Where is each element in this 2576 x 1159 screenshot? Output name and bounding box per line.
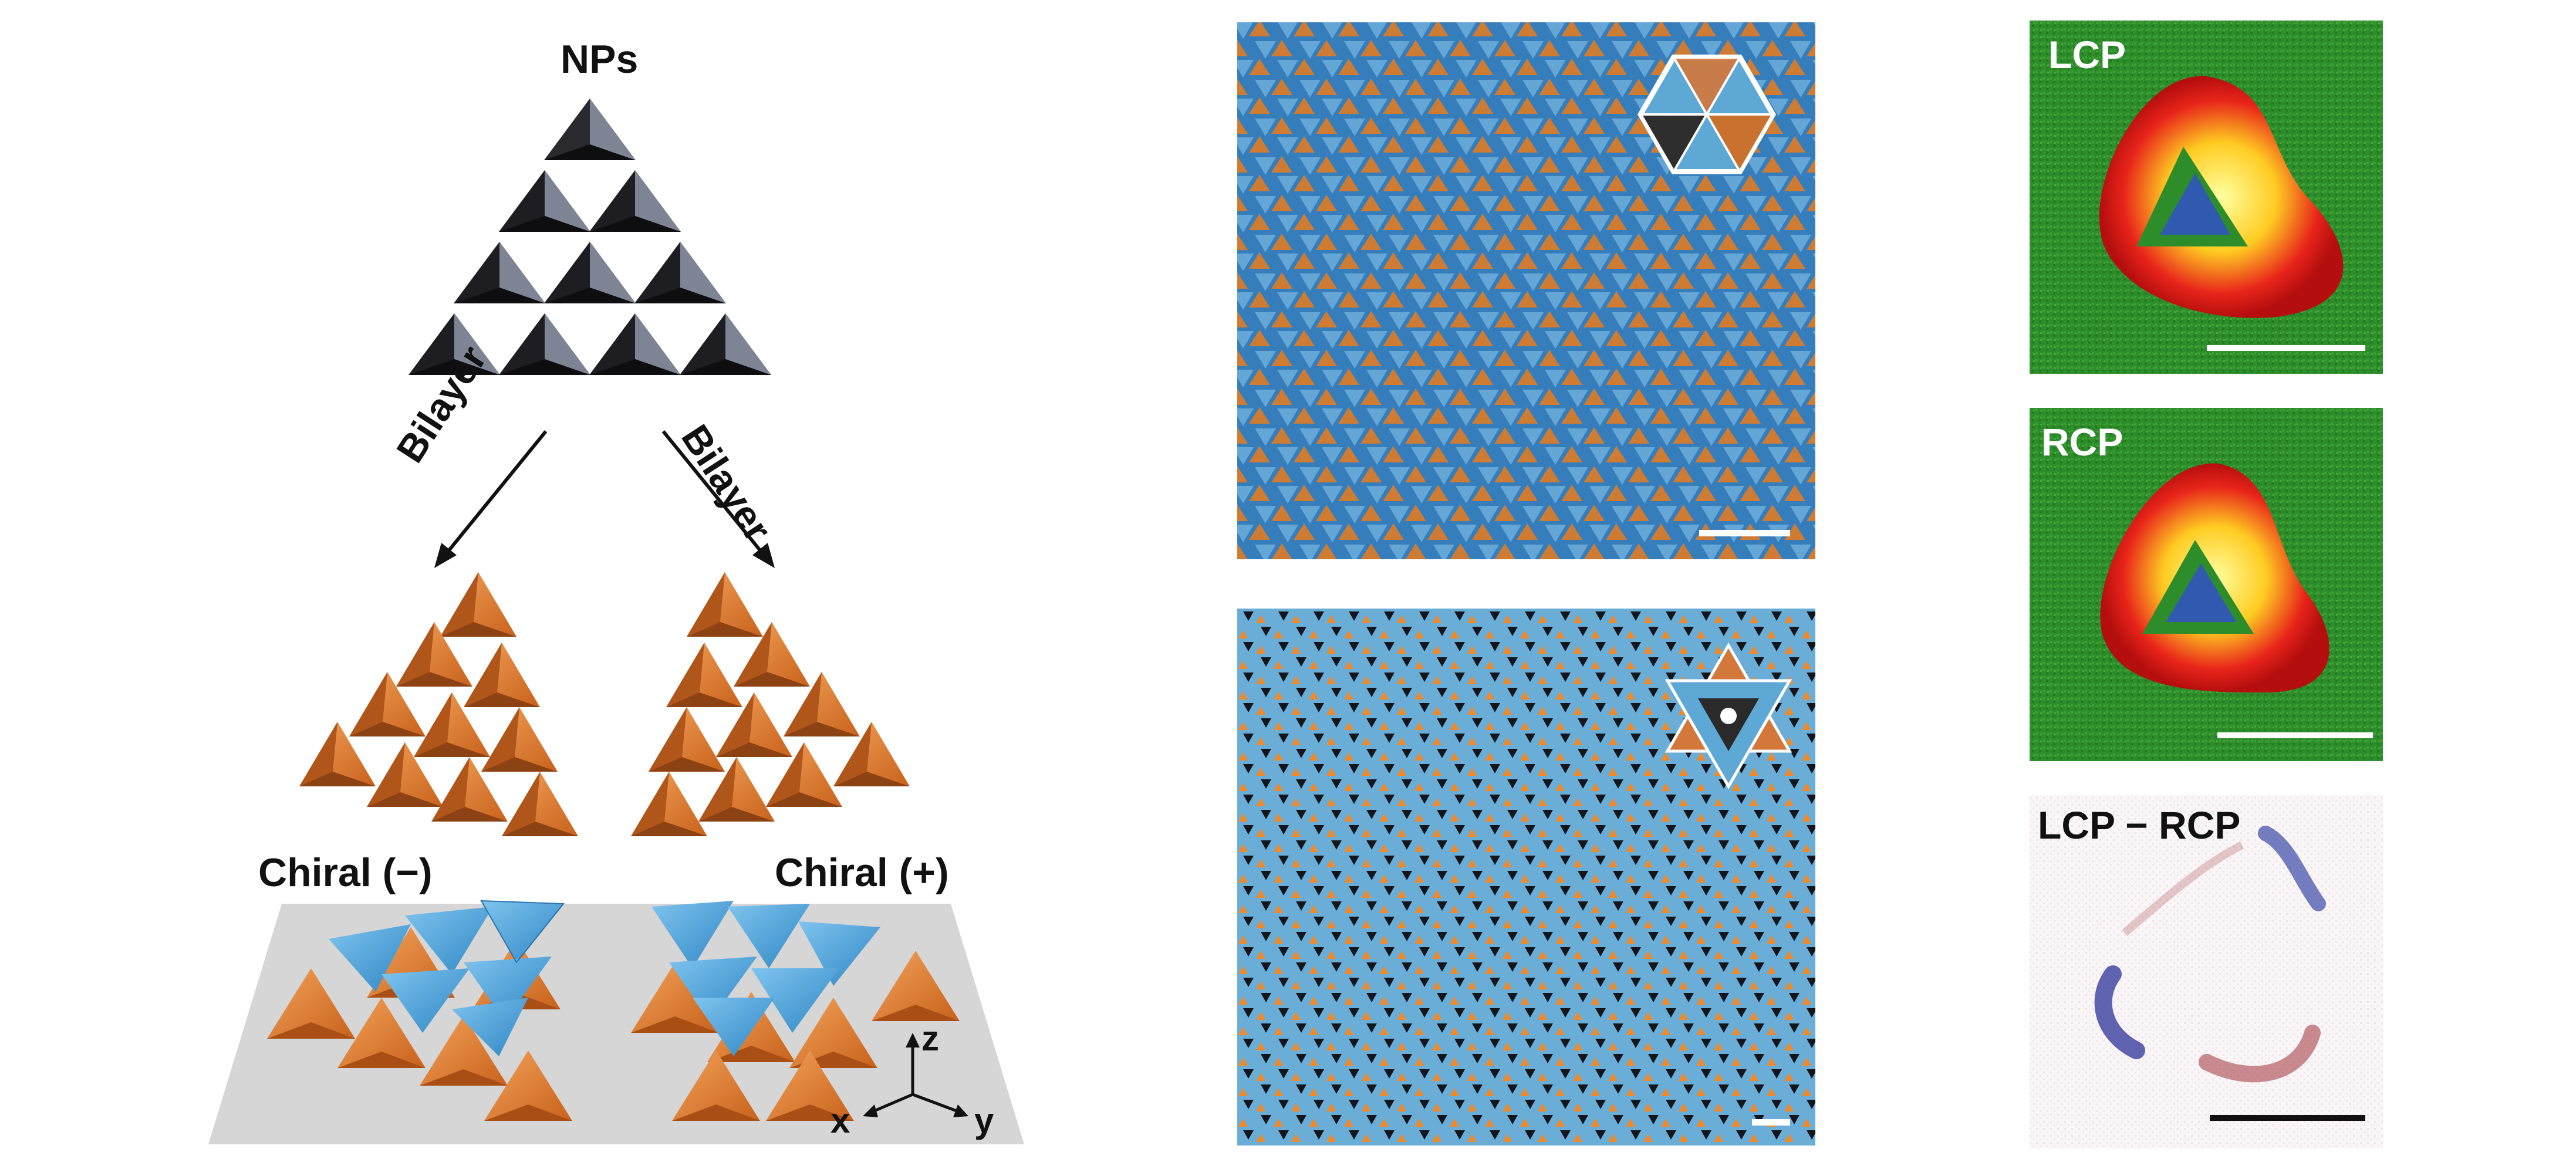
nps-label: NPs — [561, 37, 639, 82]
chiral-minus-label: Chiral (−) — [258, 850, 433, 895]
chiral-plus-label: Chiral (+) — [775, 850, 949, 895]
diff-label: LCP − RCP — [2038, 803, 2241, 847]
axis-y-label: y — [974, 1101, 994, 1140]
difference-map — [2030, 795, 2383, 1148]
axis-z-label: z — [921, 1019, 939, 1058]
lcp-scale-bar — [2207, 345, 2365, 351]
inset-star-bottom — [1665, 643, 1792, 789]
rcp-map — [2030, 408, 2383, 761]
np-triangle-arrangement — [408, 99, 771, 375]
lcp-label: LCP — [2048, 33, 2126, 76]
axis-x-label: x — [830, 1101, 850, 1140]
rcp-label: RCP — [2041, 420, 2123, 464]
scale-bar-top — [1699, 530, 1790, 536]
lcp-map — [2030, 21, 2383, 374]
orange-cluster-right — [631, 572, 910, 836]
rcp-scale-bar — [2217, 732, 2373, 738]
scale-bar-bottom — [1752, 1119, 1790, 1126]
sem-image-bottom — [1237, 609, 1815, 1146]
bilayer-arrows — [434, 430, 775, 568]
chiral-minus-assembly — [267, 900, 572, 1121]
axis-triad — [863, 1033, 968, 1117]
chiral-plus-assembly — [631, 901, 960, 1121]
inset-hexagon-top — [1638, 55, 1776, 174]
orange-cluster-left — [299, 572, 578, 836]
sem-image-top — [1237, 22, 1815, 559]
diff-scale-bar — [2210, 1115, 2365, 1121]
